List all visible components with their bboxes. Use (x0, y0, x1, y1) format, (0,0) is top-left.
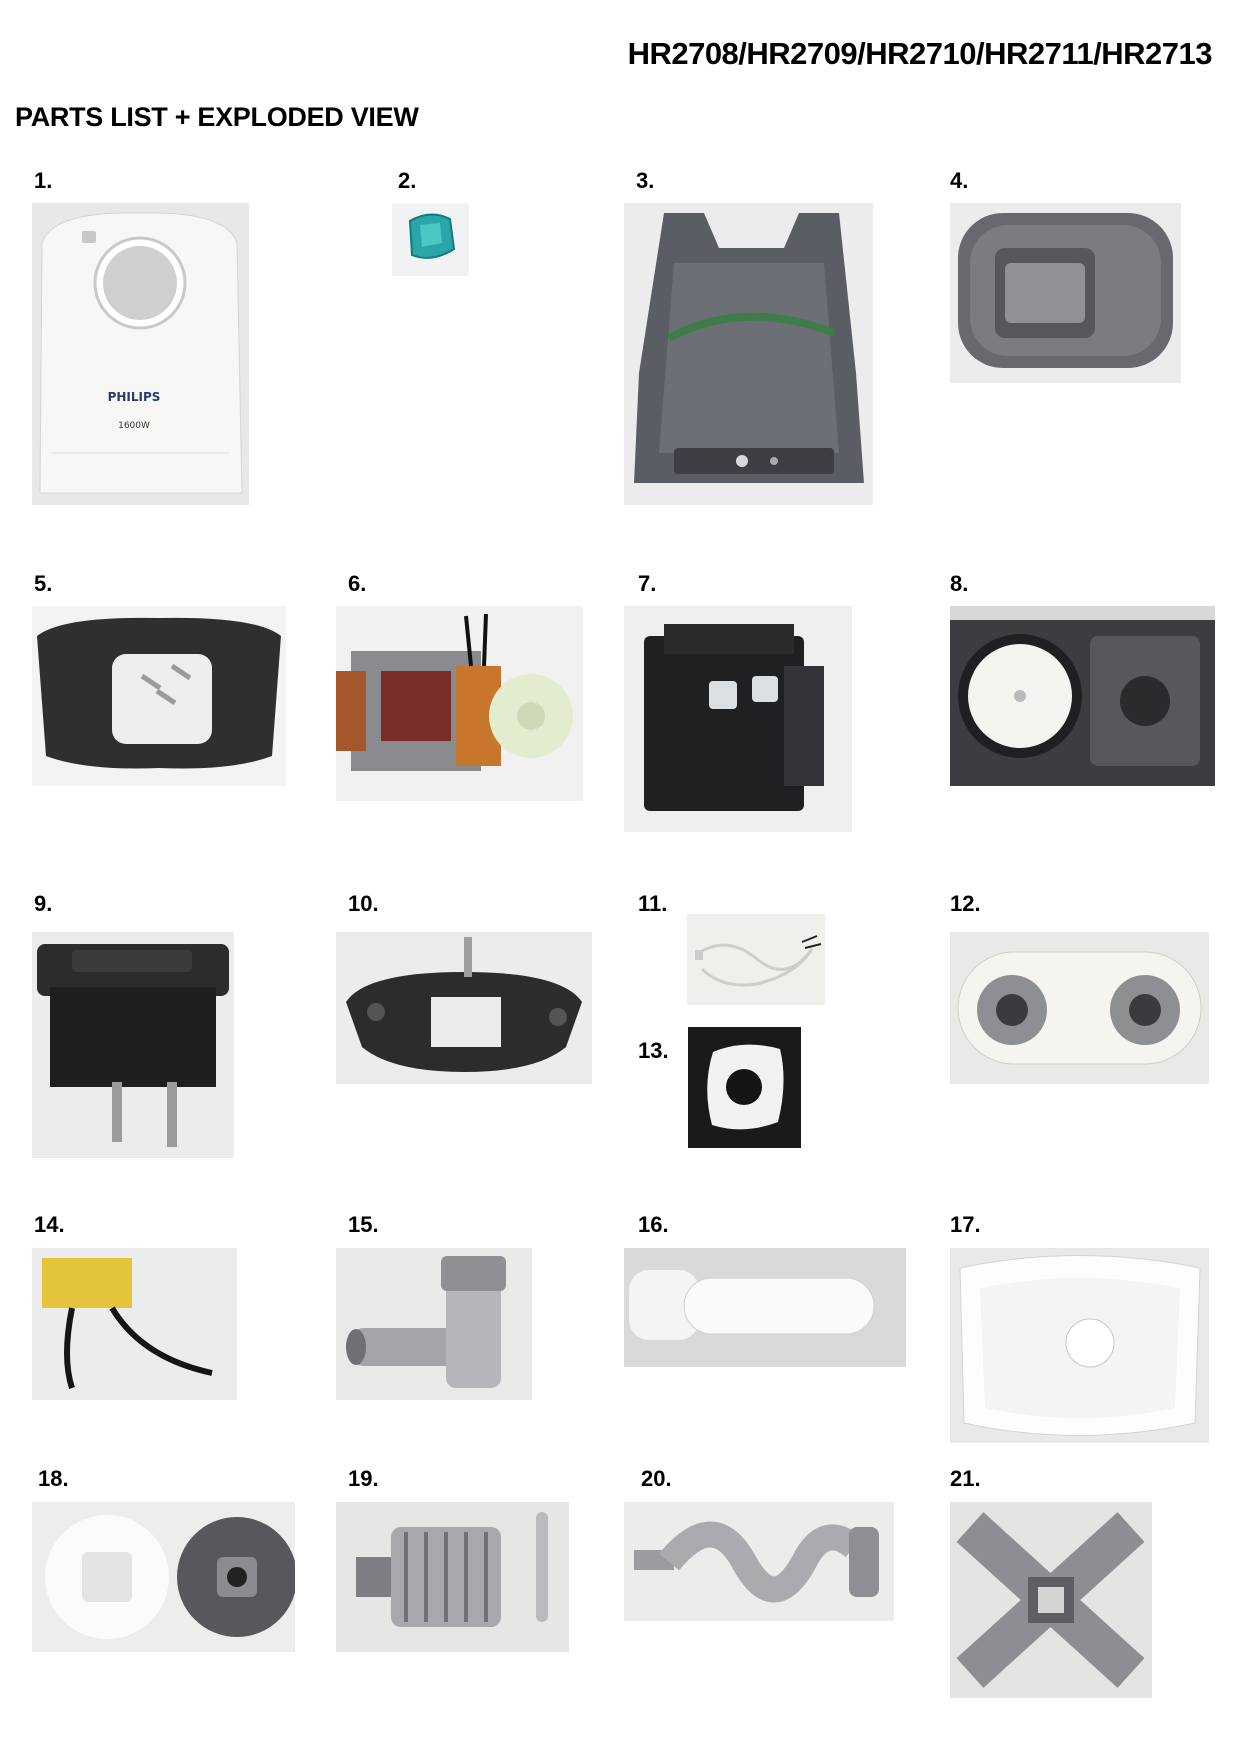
part-photo-tray (950, 1248, 1209, 1443)
part-photo-motor-assembly (950, 606, 1215, 786)
part-photo-main-housing (624, 203, 873, 505)
part-photo-mincer-head (336, 1248, 532, 1400)
part-number-20: 20. (641, 1466, 672, 1491)
part-photo-inlet-cover (950, 203, 1181, 383)
part-photo-power-cord (687, 914, 825, 1005)
part-number-14: 14. (34, 1212, 65, 1237)
part-photo-motor-holder (624, 606, 852, 832)
part-number-13: 13. (638, 1038, 669, 1063)
model-numbers: HR2708/HR2709/HR2710/HR2711/HR2713 (627, 36, 1213, 71)
part-photo-base-bracket (32, 606, 286, 786)
part-photo-cutting-blade (950, 1502, 1152, 1698)
part-number-3: 3. (636, 168, 655, 193)
part-number-16: 16. (638, 1212, 669, 1237)
part-photo-gear-set (32, 1502, 295, 1652)
part-number-1: 1. (34, 168, 53, 193)
part-number-21: 21. (950, 1466, 981, 1491)
part-photo-feed-screw (624, 1502, 894, 1621)
part-number-5: 5. (34, 571, 53, 596)
part-number-9: 9. (34, 891, 53, 916)
part-number-4: 4. (950, 168, 969, 193)
part-number-2: 2. (398, 168, 417, 193)
part-photo-motor (336, 606, 583, 801)
rating-label: 1600W (118, 421, 150, 431)
part-number-19: 19. (348, 1466, 379, 1491)
part-number-17: 17. (950, 1212, 981, 1237)
part-number-10: 10. (348, 891, 379, 916)
part-photo-top-housing: PHILIPS 1600W (32, 203, 249, 505)
part-photo-seal-ring (688, 1027, 801, 1148)
part-number-7: 7. (638, 571, 657, 596)
part-photo-rocker-switch (32, 932, 234, 1158)
part-number-12: 12. (950, 891, 981, 916)
part-photo-capacitor (32, 1248, 237, 1400)
part-photo-bracket (336, 932, 592, 1084)
part-photo-coupling (336, 1502, 569, 1652)
page-title: PARTS LIST + EXPLODED VIEW (15, 102, 419, 132)
part-number-6: 6. (348, 571, 367, 596)
part-photo-food-pusher (624, 1248, 906, 1367)
part-photo-knob-holder (950, 932, 1209, 1084)
part-photo-indicator-lens (392, 203, 469, 276)
brand-label: PHILIPS (108, 390, 161, 404)
part-number-11: 11. (638, 891, 668, 916)
part-number-8: 8. (950, 571, 969, 596)
part-number-18: 18. (38, 1466, 69, 1491)
part-number-15: 15. (348, 1212, 379, 1237)
